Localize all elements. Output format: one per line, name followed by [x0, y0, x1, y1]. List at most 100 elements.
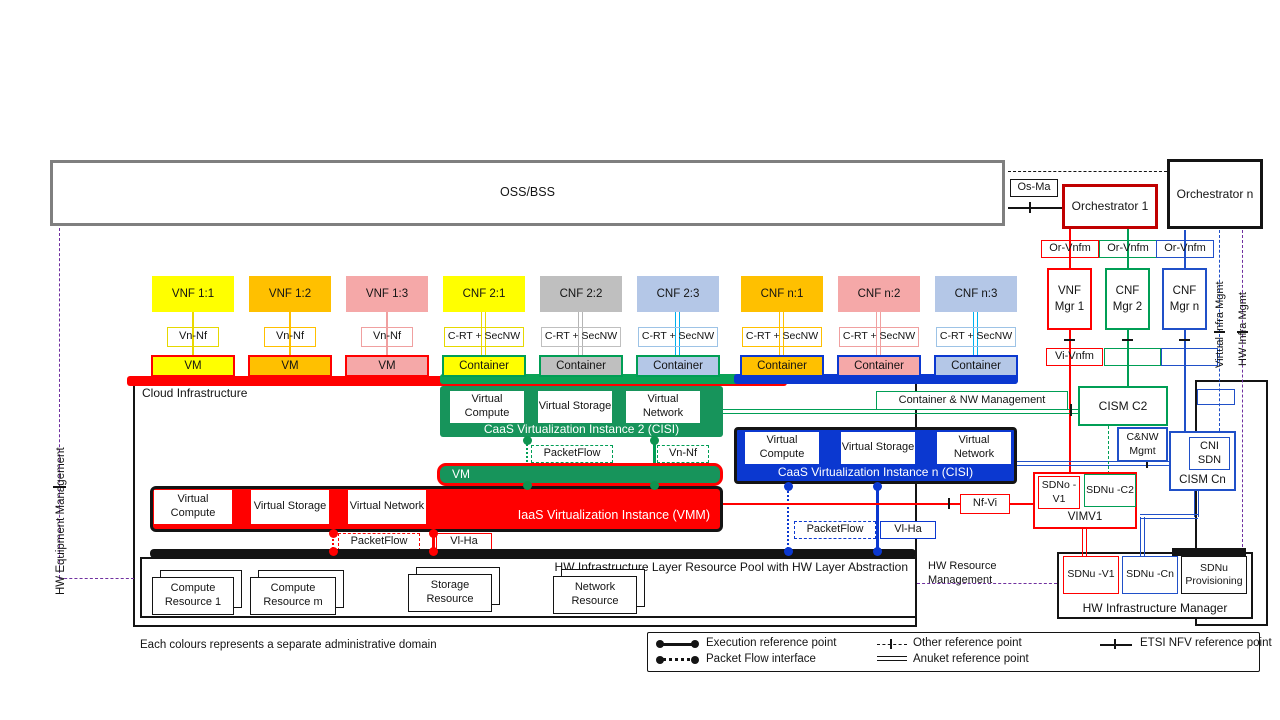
vnf12-link — [289, 311, 291, 358]
resource-storage: Storage Resource — [408, 574, 492, 612]
cnf21-link — [481, 311, 486, 358]
caasn-virtual-compute: Virtual Compute — [745, 432, 819, 464]
iaas-virtual-compute: Virtual Compute — [154, 490, 232, 524]
execution-point — [328, 528, 338, 538]
os-ma-tick — [1029, 202, 1031, 213]
legend-anuket-label: Anuket reference point — [913, 653, 1029, 666]
cnfn2-link — [876, 311, 881, 358]
or-vnfm-label-cnfn: Or-Vnfm — [1156, 240, 1214, 258]
cnw-mgmt-box: C&NW Mgmt — [1117, 427, 1168, 462]
execution-point — [428, 546, 438, 556]
cism-cn-box — [1169, 431, 1236, 491]
execution-reference-glyph — [658, 643, 696, 646]
hw-abstraction-bar — [150, 549, 916, 558]
sdnu-provisioning-exec-bar — [1172, 548, 1246, 556]
vi-vnfm-peer-blue-box — [1161, 348, 1218, 366]
caasn-vlha-label: Vl-Ha — [880, 521, 936, 539]
os-ma-line — [1008, 207, 1062, 209]
nf-title-vnf13: VNF 1:3 — [346, 276, 428, 312]
or-vnfm-label-cnf2: Or-Vnfm — [1099, 240, 1157, 258]
execution-point — [522, 435, 532, 445]
caas2-virtual-network: Virtual Network — [626, 391, 700, 423]
other-reference-glyph — [877, 644, 907, 645]
vimv1-sdnuv1-link — [1082, 529, 1087, 556]
iaas-packetflow-label: PacketFlow — [338, 533, 420, 551]
vimv1-label: VIMV1 — [1067, 511, 1103, 524]
caas2-vnnf-line — [653, 437, 656, 486]
legend-box — [647, 632, 1260, 672]
execution-point — [872, 481, 882, 491]
ref-tick — [1146, 456, 1148, 468]
nf-title-cnf21: CNF 2:1 — [443, 276, 525, 312]
nf-vi-line — [723, 503, 1033, 505]
footnote: Each colours represents a separate admin… — [140, 638, 437, 651]
cnfn1-link — [779, 311, 784, 358]
hw-infra-mgmt-label: HW Infra Mgmt — [1237, 292, 1249, 366]
nf-title-cnf22: CNF 2:2 — [540, 276, 622, 312]
if-label-cnfn2: C-RT + SecNW — [839, 327, 919, 347]
cnf-mgr-2-box: CNF Mgr 2 — [1105, 268, 1150, 330]
sdnu-c2-box: SDNu -C2 — [1084, 474, 1136, 507]
domain-n-box — [1195, 380, 1268, 626]
oss-bss-label: OSS/BSS — [500, 185, 555, 200]
ossbss-orchn-line — [1008, 171, 1167, 172]
execution-reference-glyph-dot — [691, 640, 699, 648]
execution-point — [783, 546, 793, 556]
domain-n-inner-box — [1197, 389, 1235, 405]
if-label-cnfn1: C-RT + SecNW — [742, 327, 822, 347]
resource-compute-m: Compute Resource m — [250, 577, 336, 615]
cism-c2-sdnu-link — [1108, 426, 1109, 474]
caasn-virtual-storage: Virtual Storage — [841, 432, 915, 464]
if-label-cnf22: C-RT + SecNW — [541, 327, 621, 347]
vnf13-link — [386, 311, 388, 358]
packet-flow-glyph — [658, 658, 696, 661]
ref-tick — [1179, 339, 1190, 341]
vimv1-box — [1033, 472, 1137, 529]
hw-resource-mgmt-label: HW Resource Management — [928, 560, 997, 586]
host-container-22: Container — [539, 355, 623, 377]
caas2-caption: CaaS Virtualization Instance 2 (CISI) — [483, 421, 680, 436]
if-label-vnf13: Vn-Nf — [361, 327, 413, 347]
ref-tick — [1214, 331, 1225, 333]
resource-network: Network Resource — [553, 576, 637, 614]
caasn-packetflow-label: PacketFlow — [794, 521, 876, 539]
cni-sdn-box: CNI SDN — [1189, 437, 1230, 470]
hw-pool-box — [140, 557, 917, 618]
hw-equipment-mgmt-line-h — [59, 578, 134, 579]
host-vm-3: VM — [345, 355, 429, 377]
hw-infra-mgmt-line — [1242, 230, 1243, 552]
if-label-vnf12: Vn-Nf — [264, 327, 316, 347]
anuket-reference-glyph — [877, 656, 907, 661]
virtual-infra-mgmt-label: Virtual Infra Mgmt — [1214, 281, 1226, 368]
if-label-cnf23: C-RT + SecNW — [638, 327, 718, 347]
caasn-packetflow-line — [787, 484, 789, 553]
cnf22-link — [578, 311, 583, 358]
host-container-n2: Container — [837, 355, 921, 377]
if-label-cnfn3: C-RT + SecNW — [936, 327, 1016, 347]
caas2-packetflow-label: PacketFlow — [531, 445, 613, 463]
execution-point — [649, 435, 659, 445]
container-nw-mgmt-label: Container & NW Management — [876, 391, 1068, 410]
host-container-n1: Container — [740, 355, 824, 377]
sdno-v1-box: SDNo -V1 — [1038, 476, 1080, 509]
sdnu-cn-box: SDNu -Cn — [1122, 556, 1178, 594]
hw-infra-manager-caption: HW Infrastructure Manager — [1082, 600, 1228, 615]
nf-title-cnf23: CNF 2:3 — [637, 276, 719, 312]
caas2-packetflow-line — [526, 437, 528, 486]
ref-tick — [1064, 339, 1075, 341]
caasn-virtual-network: Virtual Network — [937, 432, 1011, 464]
os-ma-label: Os-Ma — [1010, 179, 1058, 197]
cnf23-link — [675, 311, 680, 358]
hw-equipment-mgmt-label: HW Equipment Management — [55, 447, 67, 595]
iaas-caption: IaaS Virtualization Instance (VMM) — [517, 508, 710, 523]
vi-vnfm-label: Vi-Vnfm — [1046, 348, 1103, 366]
host-vm-1: VM — [151, 355, 235, 377]
packet-flow-glyph-dot — [656, 656, 664, 664]
ref-tick — [1237, 331, 1248, 333]
nf-vi-label: Nf-Vi — [960, 494, 1010, 514]
nf-title-cnfn1: CNF n:1 — [741, 276, 823, 312]
cism-cn-label: CISM Cn — [1179, 473, 1226, 486]
nf-title-vnf12: VNF 1:2 — [249, 276, 331, 312]
ref-tick — [1070, 404, 1072, 416]
virtual-infra-mgmt-line — [1219, 230, 1220, 431]
